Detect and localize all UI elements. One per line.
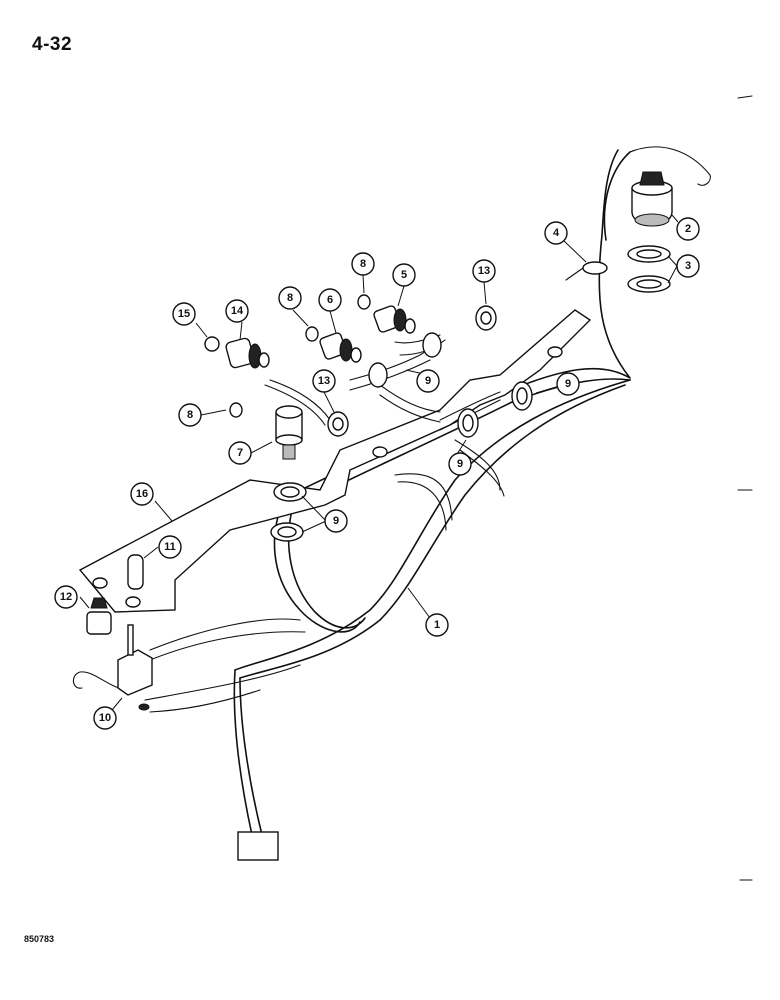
callout-10-label: 10 (99, 712, 111, 724)
lock-washers (627, 245, 671, 293)
callout-9b: 9 (556, 372, 580, 396)
toggle-switch-10 (117, 624, 153, 711)
callout-6-label: 6 (327, 294, 333, 306)
callout-11: 11 (158, 535, 182, 559)
callout-14-label: 14 (231, 305, 244, 317)
callout-12: 12 (54, 585, 78, 609)
page-number: 4-32 (32, 34, 73, 55)
callout-15: 15 (172, 302, 196, 326)
callout-8c-label: 8 (187, 409, 193, 421)
callout-9c: 9 (448, 452, 472, 476)
callout-3-label: 3 (685, 260, 691, 272)
callout-8a-label: 8 (360, 258, 366, 270)
leader-lines (79, 214, 679, 711)
socket-leads (264, 334, 505, 531)
callout-9d: 9 (324, 509, 348, 533)
tie-strap (565, 261, 608, 281)
margin-marks (737, 95, 753, 881)
socket-5 (373, 305, 416, 334)
callout-13a-label: 13 (478, 265, 490, 277)
indicator-post-11 (127, 554, 144, 590)
callout-9a-label: 9 (425, 375, 431, 387)
callout-9a: 9 (416, 369, 440, 393)
callout-5-label: 5 (401, 269, 407, 281)
panel-bracket (78, 309, 592, 613)
callout-2-label: 2 (685, 223, 691, 235)
callout-5: 5 (392, 263, 416, 287)
callout-10: 10 (93, 706, 117, 730)
callout-4-label: 4 (553, 227, 560, 239)
bulbs (229, 294, 371, 418)
callout-11-label: 11 (164, 541, 176, 553)
callout-6: 6 (318, 288, 342, 312)
callout-3: 3 (676, 254, 700, 278)
callout-9d-label: 9 (333, 515, 339, 527)
beacon-lamp (631, 171, 673, 227)
socket-6 (319, 332, 362, 363)
callout-9c-label: 9 (457, 458, 463, 470)
lock-nuts (327, 305, 497, 437)
warning-lamp-7 (275, 405, 303, 460)
callout-9b-label: 9 (565, 378, 571, 390)
indicator-knob-12 (86, 597, 112, 635)
callout-16: 16 (130, 482, 154, 506)
callout-12-label: 12 (60, 591, 72, 603)
callout-8c: 8 (178, 403, 202, 427)
lens-15 (204, 336, 220, 352)
callout-1: 1 (425, 613, 449, 637)
callout-8b-label: 8 (287, 292, 293, 304)
callout-7-label: 7 (237, 447, 243, 459)
callout-13a: 13 (472, 259, 496, 283)
figure-code: 850783 (24, 934, 55, 944)
callout-13b-label: 13 (318, 375, 330, 387)
callout-14: 14 (225, 299, 249, 323)
callout-8a: 8 (351, 252, 375, 276)
grommets (270, 332, 533, 542)
callout-2: 2 (676, 217, 700, 241)
callout-1-label: 1 (434, 619, 440, 631)
callout-4: 4 (544, 221, 568, 245)
callout-7: 7 (228, 441, 252, 465)
main-wiring-harness (72, 146, 711, 836)
callout-15-label: 15 (178, 308, 190, 320)
callout-8b: 8 (278, 286, 302, 310)
callout-13b: 13 (312, 369, 336, 393)
harness-connector (237, 831, 279, 861)
socket-14 (225, 337, 270, 369)
callout-16-label: 16 (136, 488, 148, 500)
